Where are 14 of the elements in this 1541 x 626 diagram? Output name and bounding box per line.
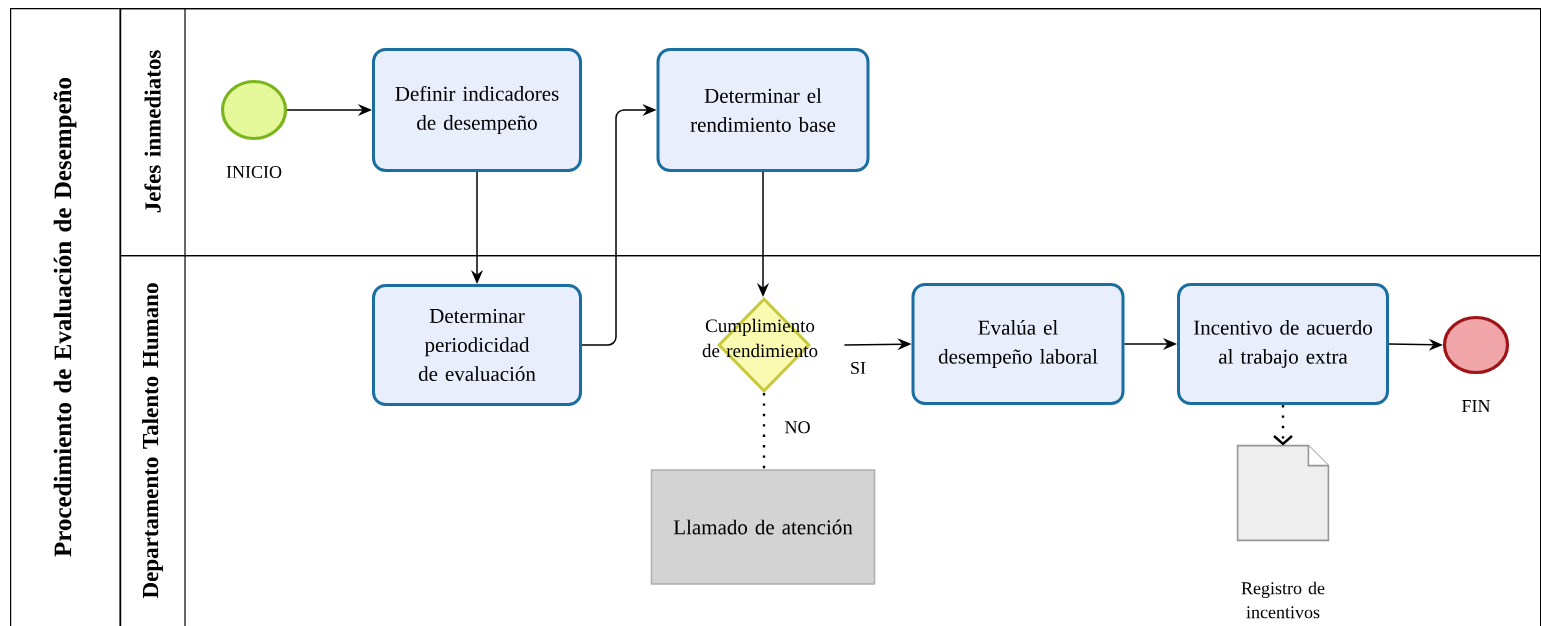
task-box: Definir indicadores de desempeño (372, 48, 582, 172)
dotted-connector (1273, 405, 1293, 446)
task-box: Determinar periodicidad de evaluación (372, 284, 582, 406)
event-label: FIN (1462, 400, 1491, 412)
task-box: Evalúa el desempeño laboral (911, 283, 1125, 405)
event-label: INICIO (226, 165, 282, 179)
decision-label: Cumplimiento de rendimiento (702, 318, 818, 358)
edge-label: NO (782, 419, 813, 436)
edge-label: SI (848, 359, 868, 377)
task-box: Determinar el rendimiento base (656, 48, 870, 172)
task-box: Llamado de atención (650, 469, 876, 585)
task-box: Incentivo de acuerdo al trabajo extra (1177, 283, 1389, 405)
dotted-connector (762, 393, 766, 470)
document-label: Registro de incentivos (1241, 581, 1325, 619)
